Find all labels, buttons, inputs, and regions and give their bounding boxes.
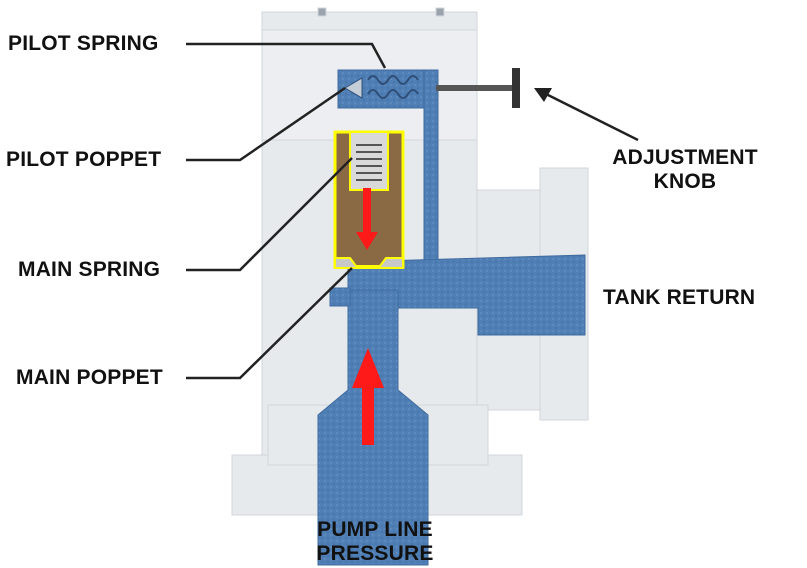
label-adjustment-knob: ADJUSTMENT KNOB <box>600 146 770 194</box>
label-adjustment-knob-line1: ADJUSTMENT <box>612 146 758 169</box>
label-pump-line-line1: PUMP LINE <box>317 518 433 541</box>
label-adjustment-knob-line2: KNOB <box>653 170 717 193</box>
pilot-spring-coils <box>367 75 419 99</box>
label-pilot-spring: PILOT SPRING <box>8 32 159 55</box>
main-spring-coils <box>356 144 382 181</box>
label-pump-line-pressure: PUMP LINE PRESSURE <box>295 518 455 566</box>
label-main-poppet: MAIN POPPET <box>16 366 163 389</box>
knob-arrow <box>534 88 639 142</box>
label-pilot-poppet: PILOT POPPET <box>6 148 162 171</box>
label-pump-line-line2: PRESSURE <box>316 542 434 565</box>
leader-lines <box>186 42 387 380</box>
pilot-poppet <box>344 77 363 99</box>
label-main-spring: MAIN SPRING <box>18 258 161 281</box>
adjustment-knob <box>436 68 520 108</box>
flow-arrows <box>352 188 384 445</box>
label-tank-return: TANK RETURN <box>603 286 756 309</box>
